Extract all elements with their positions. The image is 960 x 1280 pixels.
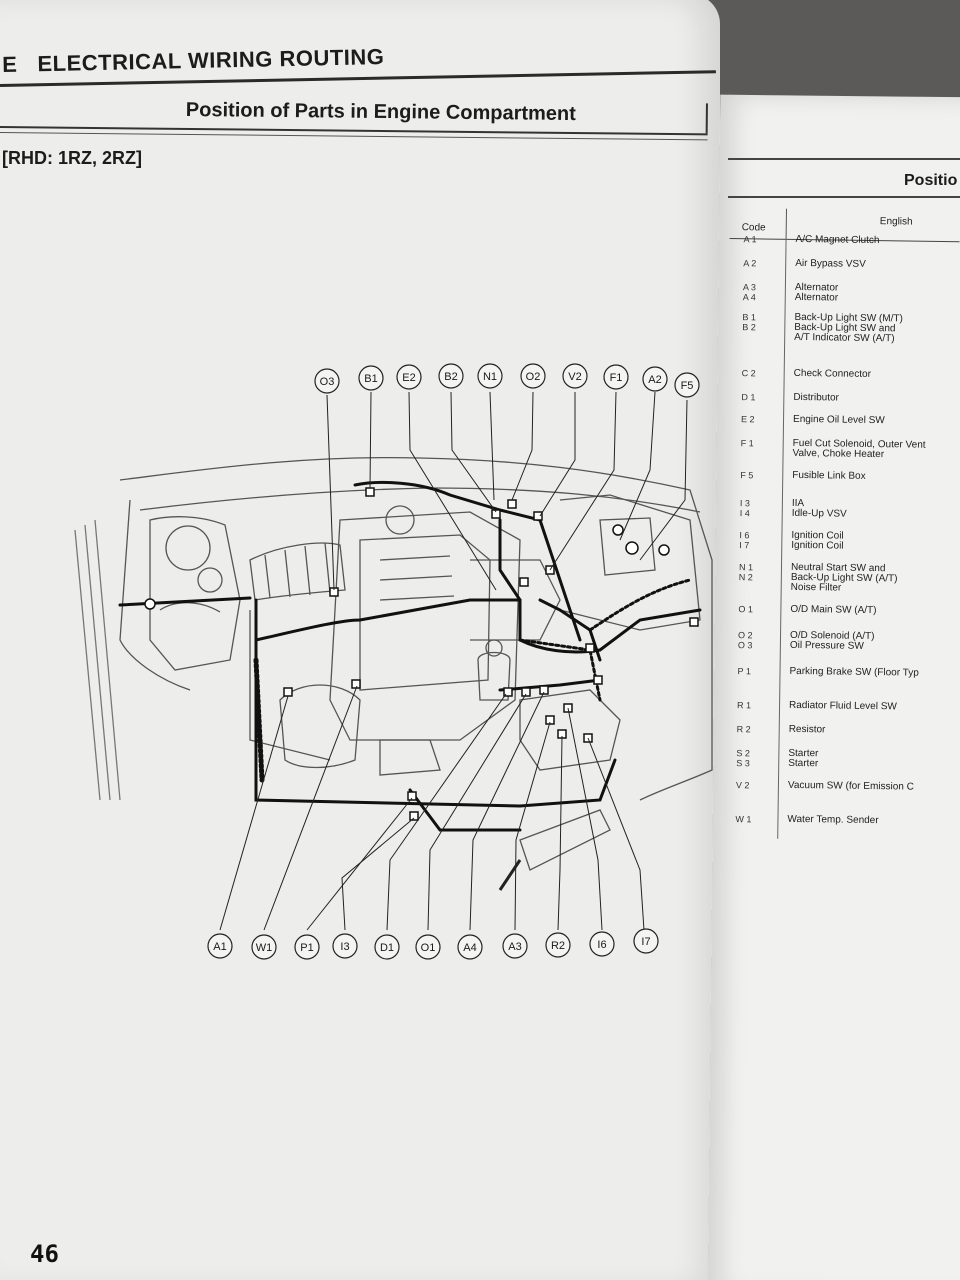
row-code: B 1 B 2	[742, 312, 757, 333]
row-code: P 1	[737, 666, 751, 677]
row-english: O/D Solenoid (A/T) Oil Pressure SW	[789, 629, 875, 652]
engine-drawing	[74, 456, 713, 891]
callout-p1: P1	[294, 934, 320, 960]
row-code: A 2	[743, 258, 757, 269]
svg-text:F5: F5	[681, 380, 694, 392]
callout-r2: R2	[545, 932, 571, 958]
row-code: I 6 I 7	[739, 530, 750, 551]
callout-a2: A2	[642, 366, 668, 392]
bottom-callouts: A1 W1 P1 I3 D1 O1 A4 A3 R2 I6 I7	[207, 928, 659, 960]
svg-text:B2: B2	[444, 371, 457, 383]
page-number: 46	[30, 1240, 59, 1268]
svg-text:B1: B1	[364, 373, 377, 385]
callout-b2: B2	[438, 363, 464, 389]
right-page-title: Positio	[904, 172, 958, 189]
callout-n1: N1	[477, 363, 503, 389]
row-code: F 5	[740, 470, 754, 481]
callout-o1: O1	[415, 934, 441, 960]
callout-e2: E2	[396, 364, 422, 390]
row-english: Ignition Coil Ignition Coil	[791, 529, 844, 552]
svg-text:A3: A3	[508, 941, 521, 953]
leader-lines	[219, 391, 688, 931]
callout-o3: O3	[314, 368, 340, 394]
row-code: S 2 S 3	[736, 748, 750, 769]
wire-harness	[118, 480, 702, 832]
row-english: Fuel Cut Solenoid, Outer Vent Valve, Cho…	[792, 437, 926, 461]
row-code: D 1	[741, 392, 756, 403]
callout-f1: F1	[603, 364, 629, 390]
svg-text:N1: N1	[483, 371, 497, 383]
row-english: Starter Starter	[788, 747, 819, 770]
row-english: Alternator Alternator	[794, 281, 839, 304]
col-english-header: English	[879, 216, 913, 228]
row-code: A 1	[743, 234, 757, 245]
right-page-rule-lower	[728, 196, 960, 198]
row-code: O 2 O 3	[737, 630, 753, 651]
row-code: I 3 I 4	[739, 498, 750, 519]
svg-text:R2: R2	[551, 940, 565, 952]
callout-o2: O2	[520, 363, 546, 389]
col-code-header: Code	[741, 222, 766, 234]
row-code: R 1	[736, 700, 752, 711]
row-code: V 2	[735, 780, 750, 791]
row-code: C 2	[741, 368, 756, 379]
callout-a3: A3	[502, 933, 528, 959]
callout-v2: V2	[562, 363, 588, 389]
row-english: Back-Up Light SW (M/T) Back-Up Light SW …	[794, 311, 903, 345]
svg-text:D1: D1	[380, 942, 394, 954]
row-english: IIA Idle-Up VSV	[791, 497, 847, 520]
right-page-rule	[728, 158, 960, 160]
svg-text:I6: I6	[597, 939, 606, 951]
svg-text:O3: O3	[320, 376, 335, 388]
svg-text:O1: O1	[421, 942, 436, 954]
callout-w1: W1	[251, 934, 277, 960]
callout-a1: A1	[207, 933, 233, 959]
svg-text:I3: I3	[340, 941, 349, 953]
right-page	[707, 94, 960, 1280]
svg-text:P1: P1	[300, 942, 313, 954]
row-code: F 1	[740, 438, 754, 449]
row-code: R 2	[736, 724, 751, 735]
svg-text:V2: V2	[568, 371, 581, 383]
callout-d1: D1	[374, 934, 400, 960]
callout-i3: I3	[332, 933, 358, 959]
engine-wiring-diagram: O3 B1 E2 B2 N1 O2 V2 F1 A2 F5 A1 W1 P1 I…	[74, 363, 713, 960]
svg-text:F1: F1	[610, 372, 623, 384]
row-code: A 3 A 4	[742, 282, 756, 303]
svg-text:E2: E2	[402, 372, 415, 384]
row-code: W 1	[735, 814, 752, 825]
svg-text:O2: O2	[526, 371, 541, 383]
callout-i6: I6	[589, 931, 615, 957]
connector-marks	[144, 487, 699, 821]
svg-text:A4: A4	[463, 942, 476, 954]
callout-f5: F5	[674, 372, 700, 398]
col-divider	[785, 208, 787, 239]
svg-text:I7: I7	[641, 936, 650, 948]
svg-text:A1: A1	[213, 941, 226, 953]
row-code: O 1	[738, 604, 753, 615]
row-english: Neutral Start SW and Back-Up Light SW (A…	[790, 561, 898, 594]
row-code: E 2	[740, 414, 755, 425]
svg-text:A2: A2	[648, 374, 661, 386]
callout-a4: A4	[457, 934, 483, 960]
top-callouts: O3 B1 E2 B2 N1 O2 V2 F1 A2 F5	[314, 363, 700, 398]
callout-i7: I7	[633, 928, 659, 954]
callout-b1: B1	[358, 365, 384, 391]
svg-text:W1: W1	[256, 942, 273, 954]
model-label: [RHD: 1RZ, 2RZ]	[2, 148, 142, 168]
row-code: N 1 N 2	[738, 562, 754, 583]
